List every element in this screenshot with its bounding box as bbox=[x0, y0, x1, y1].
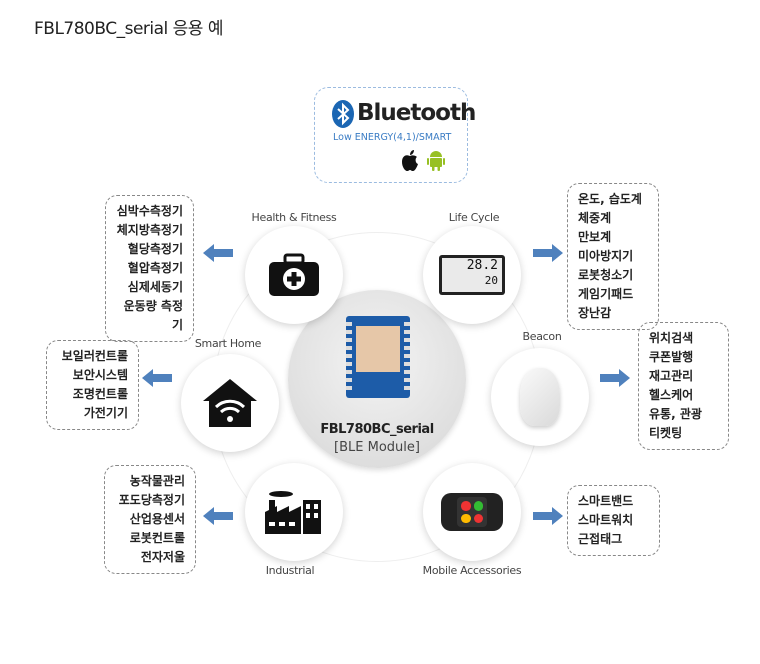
list-item: 혈당측정기 bbox=[127, 242, 183, 256]
life-label: Life Cycle bbox=[448, 211, 500, 224]
list-item: 심박수측정기 bbox=[116, 204, 183, 218]
mobile-label: Mobile Accessories bbox=[422, 564, 522, 577]
arrow-right-icon bbox=[600, 369, 630, 387]
module-name: FBL780BC_serial bbox=[320, 422, 434, 437]
list-item: 보안시스템 bbox=[72, 368, 128, 382]
list-item: 포도당측정기 bbox=[118, 493, 185, 507]
list-item: 혈압측정기 bbox=[127, 261, 183, 275]
thermometer-display-icon: 28.2 20 bbox=[439, 255, 505, 295]
list-item: 전자저울 bbox=[140, 550, 185, 564]
ble-module-hub: FBL780BC_serial [BLE Module] bbox=[288, 290, 466, 468]
arrow-left-icon bbox=[203, 507, 233, 525]
list-item: 로봇컨트롤 bbox=[129, 531, 185, 545]
list-item: 농작물관리 bbox=[129, 474, 185, 488]
arrow-left-icon bbox=[203, 244, 233, 262]
list-item: 보일러컨트롤 bbox=[61, 349, 128, 363]
first-aid-kit-icon bbox=[269, 253, 319, 296]
list-item: 온도, 습도계 bbox=[578, 192, 642, 206]
mobile-circle bbox=[423, 463, 521, 561]
health-apps-box: 심박수측정기 체지방측정기 혈당측정기 혈압측정기 심제세동기 운동량 측정기 bbox=[105, 195, 194, 342]
beacon-circle bbox=[491, 348, 589, 446]
home-apps-box: 보일러컨트롤 보안시스템 조명컨트롤 가전기기 bbox=[46, 340, 139, 430]
list-item: 조명컨트롤 bbox=[72, 387, 128, 401]
temperature-value: 28.2 bbox=[466, 258, 498, 273]
factory-icon bbox=[265, 491, 321, 534]
list-item: 운동량 측정기 bbox=[123, 299, 183, 332]
list-item: 재고관리 bbox=[649, 369, 694, 383]
list-item: 게임기패드 bbox=[578, 287, 634, 301]
list-item: 체중계 bbox=[578, 211, 612, 225]
module-type: [BLE Module] bbox=[334, 440, 420, 455]
industrial-label: Industrial bbox=[265, 564, 315, 577]
module-board-image bbox=[346, 316, 410, 398]
mobile-apps-box: 스마트밴드 스마트워치 근접태그 bbox=[567, 485, 660, 556]
list-item: 만보계 bbox=[578, 230, 612, 244]
life-circle: 28.2 20 bbox=[423, 226, 521, 324]
page-title: FBL780BC_serial 응용 예 bbox=[34, 19, 224, 39]
home-label: Smart Home bbox=[194, 337, 262, 350]
bluetooth-icon bbox=[332, 100, 354, 128]
health-circle bbox=[245, 226, 343, 324]
smart-home-wifi-icon bbox=[203, 379, 257, 427]
industrial-apps-box: 농작물관리 포도당측정기 산업용센서 로봇컨트롤 전자저울 bbox=[104, 465, 196, 574]
beacon-device-icon bbox=[520, 368, 560, 426]
list-item: 장난감 bbox=[578, 306, 612, 320]
list-item: 로봇청소기 bbox=[578, 268, 634, 282]
list-item: 티켓팅 bbox=[649, 426, 683, 440]
smartwatch-icon bbox=[441, 493, 503, 531]
bluetooth-card: Bluetooth Low ENERGY(4,1)/SMART bbox=[314, 87, 476, 183]
list-item: 미아방지기 bbox=[578, 249, 634, 263]
list-item: 체지방측정기 bbox=[116, 223, 183, 237]
bluetooth-brand: Bluetooth bbox=[357, 100, 476, 126]
list-item: 근접태그 bbox=[578, 532, 623, 546]
list-item: 유통, 관광 bbox=[649, 407, 702, 421]
list-item: 스마트워치 bbox=[578, 513, 634, 527]
list-item: 산업용센서 bbox=[129, 512, 185, 526]
apple-icon bbox=[402, 150, 418, 171]
arrow-left-icon bbox=[142, 369, 172, 387]
list-item: 스마트밴드 bbox=[578, 494, 634, 508]
arrow-right-icon bbox=[533, 244, 563, 262]
list-item: 쿠폰발행 bbox=[649, 350, 694, 364]
list-item: 심제세동기 bbox=[127, 280, 183, 294]
industrial-circle bbox=[245, 463, 343, 561]
beacon-apps-box: 위치검색 쿠폰발행 재고관리 헬스케어 유통, 관광 티켓팅 bbox=[638, 322, 729, 450]
android-icon bbox=[427, 151, 445, 171]
home-circle bbox=[181, 354, 279, 452]
life-apps-box: 온도, 습도계 체중계 만보계 미아방지기 로봇청소기 게임기패드 장난감 bbox=[567, 183, 659, 330]
beacon-label: Beacon bbox=[522, 330, 562, 343]
list-item: 헬스케어 bbox=[649, 388, 694, 402]
list-item: 가전기기 bbox=[83, 406, 128, 420]
arrow-right-icon bbox=[533, 507, 563, 525]
health-label: Health & Fitness bbox=[251, 211, 337, 224]
humidity-value: 20 bbox=[484, 274, 498, 287]
bluetooth-subtitle: Low ENERGY(4,1)/SMART bbox=[333, 132, 452, 143]
list-item: 위치검색 bbox=[649, 331, 694, 345]
